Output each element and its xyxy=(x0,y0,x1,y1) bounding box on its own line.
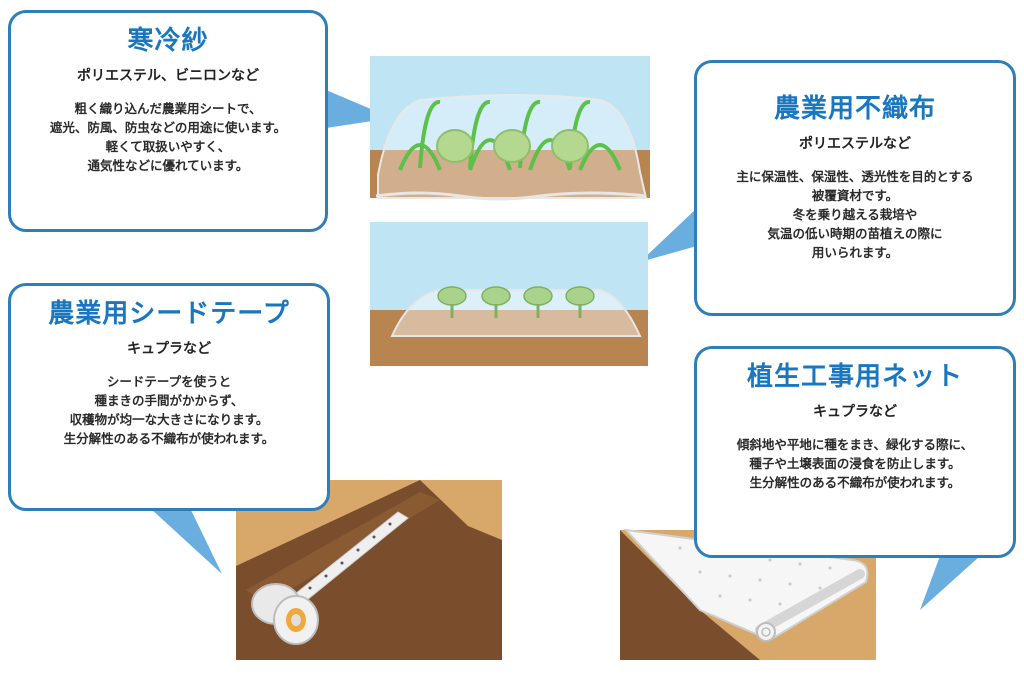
body-line: 傾斜地や平地に種をまき、緑化する際に、 xyxy=(736,437,974,452)
pointer-net xyxy=(920,556,980,610)
card-title: 農業用シードテープ xyxy=(48,299,290,329)
body-line: 気温の低い時期の苗植えの際に xyxy=(767,226,943,241)
card-title: 農業用不織布 xyxy=(773,94,936,124)
card-title: 寒冷紗 xyxy=(127,26,209,56)
body-line: 粗く織り込んだ農業用シートで、 xyxy=(74,101,262,116)
card-body: 粗く織り込んだ農業用シートで、 遮光、防風、防虫などの用途に使います。 軽くて取… xyxy=(11,99,325,175)
body-line: 遮光、防風、防虫などの用途に使います。 xyxy=(49,120,287,135)
card-title: 植生工事用ネット xyxy=(746,362,963,392)
pointer-fushokufu xyxy=(640,208,697,262)
pointer-seedtape xyxy=(150,508,222,574)
card-seedtape: 農業用シードテープ キュプラなど シードテープを使うと 種まきの手間がかからず、… xyxy=(8,283,330,511)
card-net: 植生工事用ネット キュプラなど 傾斜地や平地に種をまき、緑化する際に、 種子や土… xyxy=(694,346,1016,558)
body-line: 主に保温性、保湿性、透光性を目的とする xyxy=(736,169,974,184)
net-illustration xyxy=(620,528,876,660)
fushokufu-illustration xyxy=(370,222,648,366)
body-line: 通気性などに優れています。 xyxy=(87,158,249,173)
body-line: 用いられます。 xyxy=(811,245,899,260)
card-subtitle: キュプラなど xyxy=(813,404,897,420)
card-subtitle: ポリエステル、ビニロンなど xyxy=(77,68,259,84)
body-line: 種まきの手間がかからず、 xyxy=(94,393,244,408)
body-line: 生分解性のある不織布が使われます。 xyxy=(749,475,961,490)
card-body: 主に保温性、保湿性、透光性を目的とする 被覆資材です。 冬を乗り越える栽培や 気… xyxy=(697,167,1013,262)
card-subtitle: キュプラなど xyxy=(127,341,211,357)
body-line: 種子や土壌表面の浸食を防止します。 xyxy=(749,456,961,471)
body-line: シードテープを使うと xyxy=(106,374,232,389)
body-line: 被覆資材です。 xyxy=(811,188,899,203)
body-line: 収穫物が均一な大きさになります。 xyxy=(69,412,269,427)
card-kanreisha: 寒冷紗 ポリエステル、ビニロンなど 粗く織り込んだ農業用シートで、 遮光、防風、… xyxy=(8,10,328,232)
body-line: 軽くて取扱いやすく、 xyxy=(105,139,231,154)
body-line: 生分解性のある不織布が使われます。 xyxy=(63,431,275,446)
kanreisha-illustration xyxy=(370,56,650,201)
body-line: 冬を乗り越える栽培や xyxy=(792,207,918,222)
card-fushokufu: 農業用不織布 ポリエステルなど 主に保温性、保湿性、透光性を目的とする 被覆資材… xyxy=(694,60,1016,316)
card-subtitle: ポリエステルなど xyxy=(799,136,911,152)
card-body: シードテープを使うと 種まきの手間がかからず、 収穫物が均一な大きさになります。… xyxy=(11,372,327,448)
card-body: 傾斜地や平地に種をまき、緑化する際に、 種子や土壌表面の浸食を防止します。 生分… xyxy=(697,435,1013,492)
